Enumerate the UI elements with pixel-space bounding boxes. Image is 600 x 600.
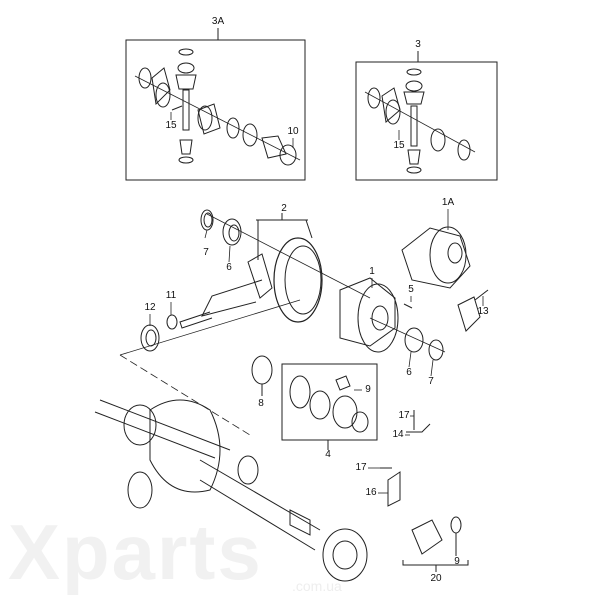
callout-3A: 3A	[211, 16, 225, 27]
callout-9: 9	[454, 556, 460, 567]
kit-3A-box	[125, 28, 306, 181]
callout-6: 6	[226, 262, 232, 273]
callout-11: 11	[165, 290, 177, 301]
callout-8: 8	[258, 398, 264, 409]
callout-12: 12	[144, 302, 156, 313]
kit-3-parts	[364, 68, 476, 174]
bearing-kit-4	[251, 355, 378, 450]
callout-15: 15	[165, 120, 177, 131]
small-parts	[380, 410, 469, 572]
callout-16: 16	[365, 487, 377, 498]
callout-7: 7	[203, 247, 209, 258]
callout-1A: 1A	[441, 197, 455, 208]
kit-3-box	[355, 51, 498, 181]
callout-17: 17	[355, 462, 367, 473]
callout-5: 5	[408, 284, 414, 295]
watermark-brand: Xparts	[8, 508, 263, 596]
axle-housing	[94, 354, 368, 582]
callout-3: 3	[415, 39, 421, 50]
watermark-domain: .com.ua	[292, 578, 342, 594]
callout-17: 17	[398, 410, 410, 421]
kit-3A-parts	[134, 48, 301, 166]
callout-1: 1	[369, 266, 375, 277]
leader-lines	[149, 112, 484, 494]
callout-13: 13	[477, 306, 489, 317]
main-parts	[119, 209, 489, 361]
callout-7: 7	[428, 376, 434, 387]
callout-10: 10	[287, 126, 299, 137]
callout-20: 20	[430, 573, 442, 584]
callout-9: 9	[365, 384, 371, 395]
callout-15: 15	[393, 140, 405, 151]
callout-14: 14	[392, 429, 404, 440]
callout-2: 2	[281, 203, 287, 214]
callout-4: 4	[325, 449, 331, 460]
callout-6: 6	[406, 367, 412, 378]
